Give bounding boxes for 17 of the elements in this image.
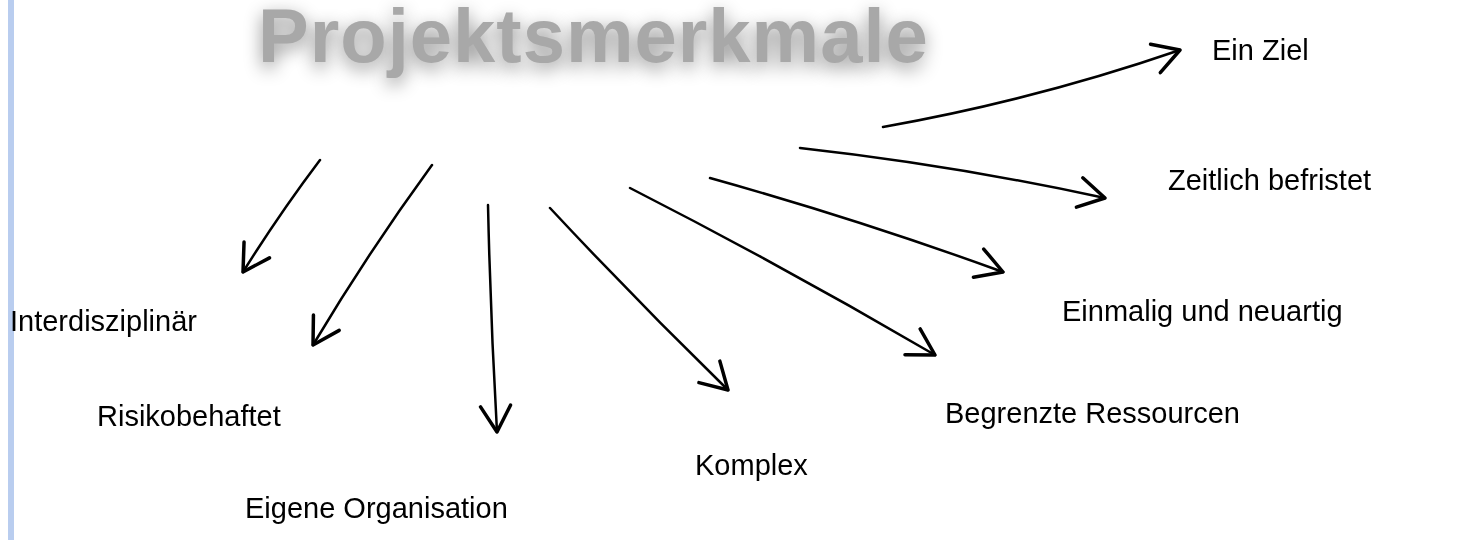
node-label: Interdisziplinär (10, 304, 197, 339)
arrow (241, 158, 322, 274)
node-label: Einmalig und neuartig (1062, 294, 1343, 329)
node-label: Zeitlich befristet (1168, 163, 1372, 198)
node-label: Eigene Organisation (245, 491, 508, 526)
node-label: Komplex (695, 448, 808, 483)
arrow (881, 42, 1182, 129)
arrow (628, 186, 937, 357)
node-label: Risikobehaftet (97, 399, 281, 434)
arrow (708, 176, 1005, 280)
title: Projektsmerkmale (258, 0, 929, 78)
arrow (311, 163, 434, 347)
node-label: Ein Ziel (1212, 33, 1309, 68)
arrow (478, 203, 513, 434)
node-label: Begrenzte Ressourcen (945, 396, 1240, 431)
arrow (548, 206, 730, 392)
arrow (798, 146, 1107, 209)
